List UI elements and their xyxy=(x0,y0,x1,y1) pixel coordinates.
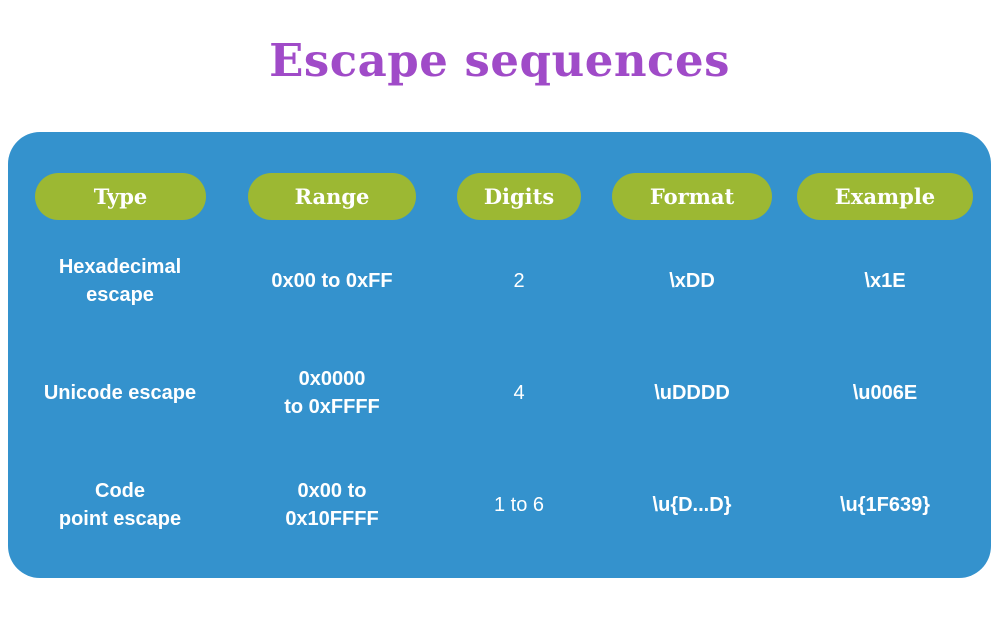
cell-example: \x1E xyxy=(791,236,979,326)
cell-example-value: \u{1F639} xyxy=(839,494,931,516)
cell-format: \u{D...D} xyxy=(606,460,778,550)
table-header-row: Type Range Digits Format Example xyxy=(8,173,991,220)
cell-range: 0x00 to 0x10FFFF xyxy=(240,460,424,550)
cell-range-line1: 0x0000 xyxy=(298,368,366,390)
cell-digits-value: 4 xyxy=(513,382,525,404)
table-row: Hexadecimal escape 0x00 to 0xFF 2 \xDD \… xyxy=(8,236,991,326)
column-header-range: Range xyxy=(248,173,416,220)
cell-format: \uDDDD xyxy=(606,348,778,438)
cell-type: Hexadecimal escape xyxy=(20,236,220,326)
cell-range-line2: to 0xFFFF xyxy=(284,396,380,418)
column-header-type: Type xyxy=(35,173,206,220)
cell-format-value: \uDDDD xyxy=(654,382,730,404)
cell-type-line1: Hexadecimal xyxy=(58,256,182,278)
column-header-range-label: Range xyxy=(294,184,370,209)
cell-range: 0x0000 to 0xFFFF xyxy=(240,348,424,438)
cell-digits: 2 xyxy=(453,236,585,326)
cell-digits-value: 1 to 6 xyxy=(493,494,545,516)
cell-format-value: \u{D...D} xyxy=(652,494,732,516)
cell-example-value: \u006E xyxy=(852,382,918,404)
cell-range: 0x00 to 0xFF xyxy=(240,236,424,326)
table-row: Unicode escape 0x0000 to 0xFFFF 4 \uDDDD… xyxy=(8,348,991,438)
column-header-format-label: Format xyxy=(649,184,735,209)
cell-type-line2: point escape xyxy=(58,508,182,530)
escape-sequences-table: Type Range Digits Format Example Hexadec… xyxy=(8,132,991,578)
cell-type-line1: Unicode escape xyxy=(43,382,197,404)
column-header-format: Format xyxy=(612,173,772,220)
column-header-digits-label: Digits xyxy=(483,184,555,209)
cell-format: \xDD xyxy=(606,236,778,326)
cell-type-line1: Code xyxy=(95,480,145,502)
cell-digits-value: 2 xyxy=(513,270,525,292)
cell-example: \u{1F639} xyxy=(791,460,979,550)
column-header-type-label: Type xyxy=(93,184,148,209)
cell-range-line1: 0x00 to xyxy=(297,480,367,502)
cell-type-line2: escape xyxy=(86,284,154,306)
cell-example-value: \x1E xyxy=(864,270,906,292)
column-header-example: Example xyxy=(797,173,973,220)
column-header-example-label: Example xyxy=(834,184,936,209)
page-title: Escape sequences xyxy=(269,34,730,87)
cell-range-line1: 0x00 to 0xFF xyxy=(271,270,393,292)
cell-type: Unicode escape xyxy=(20,348,220,438)
table-row: Code point escape 0x00 to 0x10FFFF 1 to … xyxy=(8,460,991,550)
cell-format-value: \xDD xyxy=(669,270,715,292)
cell-digits: 4 xyxy=(453,348,585,438)
cell-type: Code point escape xyxy=(20,460,220,550)
cell-range-line2: 0x10FFFF xyxy=(285,508,379,530)
cell-example: \u006E xyxy=(791,348,979,438)
column-header-digits: Digits xyxy=(457,173,581,220)
cell-digits: 1 to 6 xyxy=(453,460,585,550)
